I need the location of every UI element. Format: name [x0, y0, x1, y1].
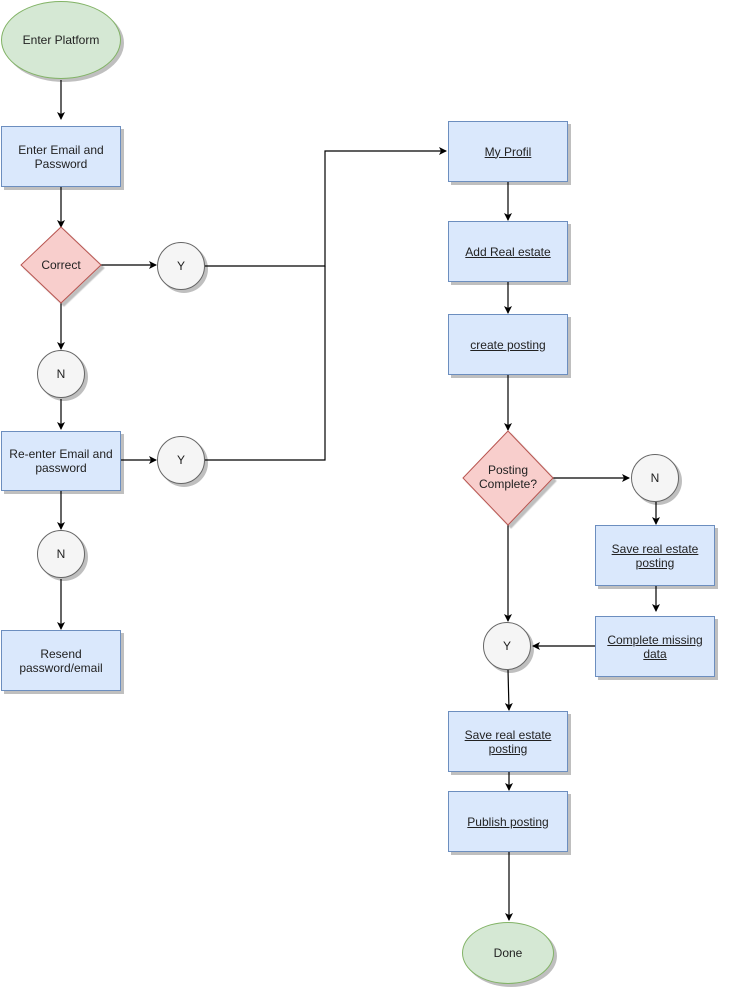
publish-posting-node[interactable]: Publish posting	[448, 791, 568, 852]
edge-y1-to-profil	[205, 147, 447, 267]
reenter-label: Re-enter Email and password	[9, 447, 113, 475]
connectors	[57, 80, 660, 921]
n1-label: N	[56, 367, 66, 381]
y1-connector[interactable]: Y	[157, 242, 205, 290]
reenter-node[interactable]: Re-enter Email and password	[1, 431, 121, 491]
n2-connector[interactable]: N	[37, 530, 85, 578]
resend-node[interactable]: Resend password/email	[1, 630, 121, 691]
complete-missing-node[interactable]: Complete missing data	[595, 616, 715, 677]
publish-posting-label[interactable]: Publish posting	[467, 814, 549, 829]
edge-y2-to-profil	[205, 266, 326, 461]
y3-label: Y	[502, 639, 511, 653]
create-posting-node[interactable]: create posting	[448, 314, 568, 375]
y2-connector[interactable]: Y	[157, 436, 205, 484]
n3-label: N	[650, 471, 660, 485]
save-posting-label[interactable]: Save real estate posting	[464, 727, 552, 756]
resend-label: Resend password/email	[19, 646, 103, 675]
enter-platform-node[interactable]: Enter Platform	[1, 1, 121, 79]
create-posting-label[interactable]: create posting	[470, 337, 546, 352]
y2-label: Y	[176, 453, 185, 467]
my-profil-label[interactable]: My Profil	[484, 144, 532, 159]
n2-label: N	[56, 547, 66, 561]
enter-email-label: Enter Email and Password	[18, 142, 104, 171]
correct-decision-shape[interactable]	[20, 226, 102, 304]
correct-decision-label: Correct	[41, 258, 81, 272]
my-profil-node[interactable]: My Profil	[448, 121, 568, 182]
n1-connector[interactable]: N	[37, 350, 85, 398]
n3-connector[interactable]: N	[631, 454, 679, 502]
add-real-estate-label[interactable]: Add Real estate	[465, 244, 551, 259]
complete-missing-label[interactable]: Complete missing data	[607, 632, 703, 661]
y1-label: Y	[176, 259, 185, 273]
save-posting-right-label[interactable]: Save real estate posting	[611, 541, 699, 570]
posting-complete-label: Posting Complete?	[478, 463, 538, 491]
add-real-estate-node[interactable]: Add Real estate	[448, 221, 568, 282]
y3-connector[interactable]: Y	[483, 622, 531, 670]
edge-y3-to-save	[504, 669, 513, 711]
posting-complete-decision-shape[interactable]	[462, 430, 554, 526]
save-posting-right-node[interactable]: Save real estate posting	[595, 525, 715, 586]
save-posting-node[interactable]: Save real estate posting	[448, 711, 568, 772]
done-node[interactable]: Done	[462, 922, 554, 984]
enter-email-node[interactable]: Enter Email and Password	[1, 126, 121, 187]
enter-platform-label: Enter Platform	[22, 33, 100, 47]
done-label: Done	[493, 946, 523, 960]
